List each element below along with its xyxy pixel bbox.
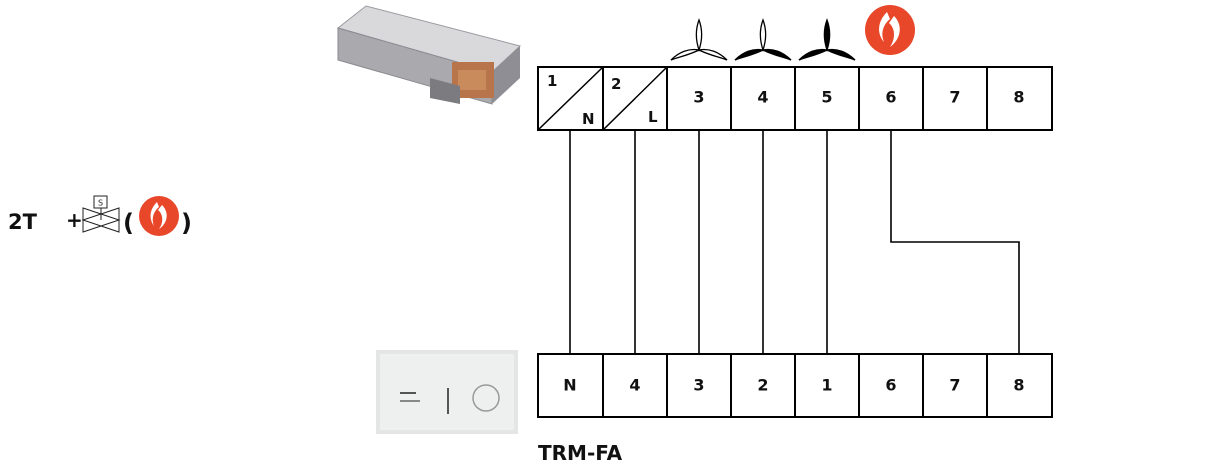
top-terminal-2-number: 2 xyxy=(611,75,621,93)
wiring xyxy=(569,130,1020,354)
top-terminal-6: 6 xyxy=(885,88,896,107)
top-terminal-block: 1 N 2 L 3 4 5 6 7 8 xyxy=(537,66,1053,131)
fan-high-icon xyxy=(798,18,856,61)
top-terminal-1-sub: N xyxy=(582,110,595,128)
bottom-terminal-1: N xyxy=(563,376,576,395)
fan-coil-unit-image xyxy=(336,5,522,105)
flame-icon xyxy=(865,5,915,55)
valve-solenoid-letter: S xyxy=(98,199,103,208)
bottom-terminal-4: 2 xyxy=(757,376,768,395)
config-prefix: 2T xyxy=(8,210,38,234)
bottom-terminal-6: 6 xyxy=(885,376,896,395)
bottom-terminal-block: N 4 3 2 1 6 7 8 xyxy=(537,353,1053,418)
top-terminal-2-sub: L xyxy=(648,108,658,126)
top-terminal-1-number: 1 xyxy=(547,72,557,90)
config-plus: + xyxy=(66,208,83,232)
config-flame-icon xyxy=(139,196,179,236)
thermostat-image xyxy=(376,350,518,434)
wire-6-to-8 xyxy=(890,130,1020,354)
solenoid-valve-icon: S xyxy=(81,195,121,233)
bottom-terminal-2: 4 xyxy=(629,376,640,395)
top-terminal-5: 5 xyxy=(821,88,832,107)
top-terminal-7: 7 xyxy=(949,88,960,107)
top-terminal-4: 4 xyxy=(757,88,768,107)
bottom-terminal-5: 1 xyxy=(821,376,832,395)
top-terminal-8: 8 xyxy=(1013,88,1024,107)
bottom-terminal-8: 8 xyxy=(1013,376,1024,395)
thermostat-model-label: TRM-FA xyxy=(538,441,623,465)
config-paren-open: ( xyxy=(123,209,134,237)
config-paren-close: ) xyxy=(181,209,192,237)
configuration-label: 2T + S ( ) xyxy=(8,195,192,237)
fan-low-icon xyxy=(670,18,728,61)
bottom-terminal-3: 3 xyxy=(693,376,704,395)
fan-medium-icon xyxy=(734,18,792,61)
top-terminal-3: 3 xyxy=(693,88,704,107)
bottom-terminal-7: 7 xyxy=(949,376,960,395)
